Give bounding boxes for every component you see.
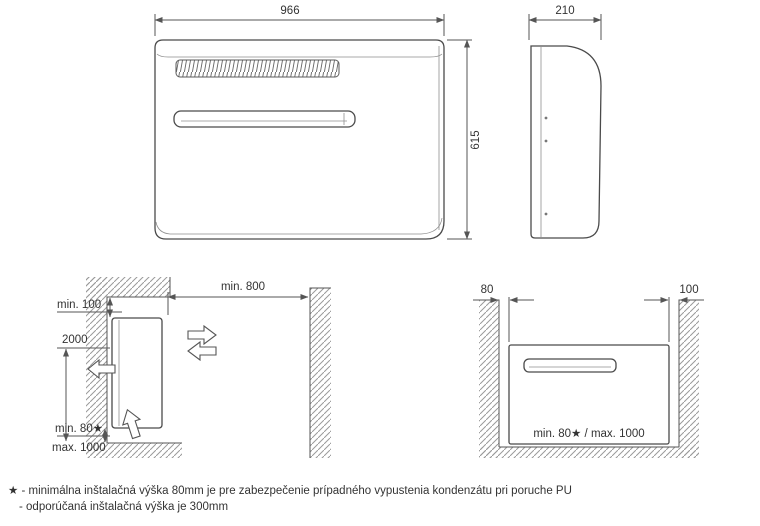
floor-clearance-dimension: min. 80★ max. 1000 — [52, 423, 110, 454]
footnote-line2: - odporúčaná inštalačná výška je 300mm — [19, 501, 228, 513]
unit-side-in-room — [111, 317, 163, 429]
ceiling-clearance-label: min. 100 — [57, 299, 101, 311]
front-width-dimension: 966 — [154, 5, 445, 36]
right-wall-hatch — [310, 288, 331, 458]
side-depth-dim-label: 210 — [555, 5, 574, 17]
footnote-line1: ★ - minimálna inštalačná výška 80mm je p… — [8, 485, 572, 497]
front-clearance-dimension: min. 800 — [167, 281, 309, 315]
footnotes: ★ - minimálna inštalačná výška 80mm je p… — [8, 485, 572, 513]
niche-floor-hatch — [479, 447, 699, 458]
niche-right-wall-hatch — [679, 300, 699, 458]
niche-left-clearance-label: 80 — [481, 284, 494, 296]
screw-dot — [544, 212, 548, 216]
air-outlet-slot — [173, 110, 356, 128]
unit-front-outline — [154, 39, 445, 240]
front-width-dim-label: 966 — [280, 5, 299, 17]
front-height-dimension: 615 — [447, 39, 482, 240]
niche-left-wall-hatch — [479, 300, 499, 458]
airflow-in-arrow — [187, 340, 217, 362]
front-view: 966 615 — [154, 5, 482, 240]
niche-right-clearance-label: 100 — [679, 284, 698, 296]
niche-right-clearance-dimension: 100 — [644, 284, 704, 342]
floor-hatch — [86, 443, 182, 458]
wall-outline — [106, 277, 182, 444]
air-inlet-grille — [175, 59, 340, 78]
screw-dot — [544, 139, 548, 143]
airflow-out-arrow — [187, 324, 217, 346]
install-height-dimension: 2000 — [57, 334, 110, 442]
bottom-inner-line — [155, 217, 443, 235]
airflow-left-arrow — [87, 358, 116, 380]
screw-dot — [544, 116, 548, 120]
front-clearance-label: min. 800 — [221, 281, 265, 293]
airflow-bottom-arrow — [121, 408, 142, 440]
floor-max-label: max. 1000 — [52, 442, 106, 454]
niche-unit-slot — [523, 358, 617, 373]
unit-side-outline — [530, 45, 602, 239]
ceiling-clearance-dimension: min. 100 — [57, 297, 122, 318]
niche-install-diagram: 80 100 min. 80★ / max. 1000 — [473, 284, 704, 458]
front-height-dim-label: 615 — [470, 130, 482, 149]
side-depth-dimension: 210 — [528, 5, 602, 40]
right-wall-outline — [309, 287, 331, 458]
niche-left-clearance-dimension: 80 — [473, 284, 534, 342]
top-cover-seam-line — [156, 53, 443, 58]
wall-install-diagram: min. 100 2000 min. 80★ max. 1000 min. 80… — [52, 277, 331, 458]
floor-min-label: min. 80★ — [55, 423, 103, 435]
niche-bottom-clearance-label: min. 80★ / max. 1000 — [533, 428, 644, 440]
install-height-label: 2000 — [62, 334, 88, 346]
side-view: 210 — [528, 5, 602, 239]
